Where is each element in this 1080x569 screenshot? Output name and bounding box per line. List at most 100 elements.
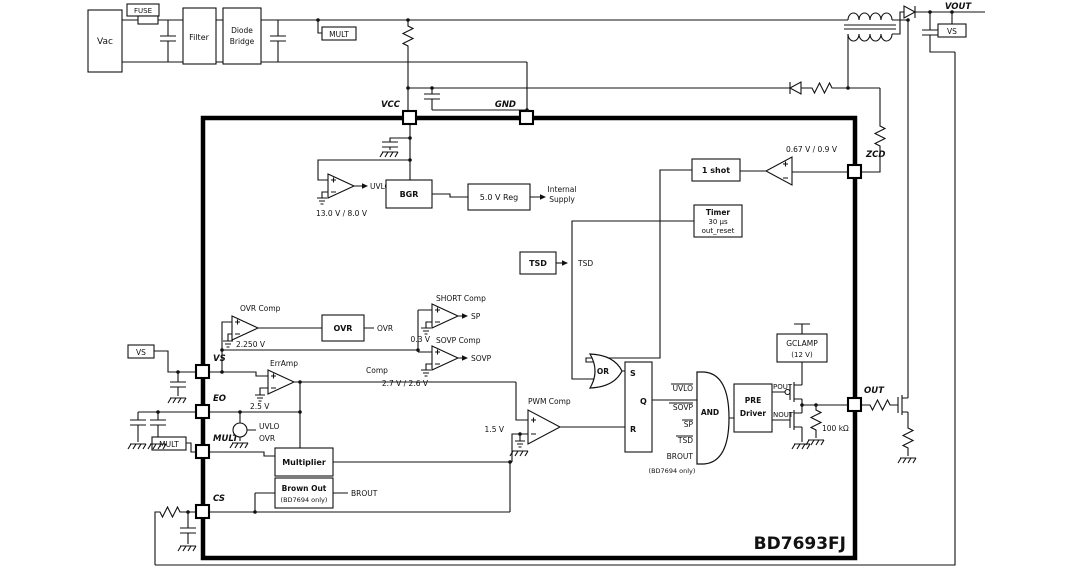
pin-gnd-label: GND bbox=[495, 100, 516, 110]
short-comparator bbox=[431, 303, 460, 329]
capacitor-symbol bbox=[423, 93, 441, 100]
pulldown-resistor-label: 100 kΩ bbox=[822, 424, 849, 433]
one-shot-block bbox=[691, 158, 741, 182]
zcd-section: 0.67 V / 0.9 V 1 shot Timer 30 μs out_re… bbox=[571, 145, 848, 380]
diode-bridge-label-2: Bridge bbox=[230, 37, 255, 46]
pin-cs bbox=[194, 503, 211, 520]
ovr-comparator bbox=[231, 315, 260, 341]
internal-supply-label-1: Internal bbox=[548, 185, 577, 194]
short-threshold-label: 0.3 V bbox=[411, 335, 431, 344]
input-stage: Vac FUSE Filter Diode Bridge MULT bbox=[87, 3, 848, 111]
brownout-block bbox=[274, 477, 334, 509]
erramp-label: ErrAmp bbox=[270, 359, 298, 368]
capacitor-symbol bbox=[269, 35, 287, 42]
fuse-symbol bbox=[137, 15, 159, 25]
tsd-section: TSD TSD bbox=[519, 251, 593, 275]
vref-symbol bbox=[316, 197, 328, 205]
brout-signal-label: BROUT bbox=[351, 489, 378, 498]
driver-section: PRE Driver GCLAMP (12 V) POUT NOUT 100 k… bbox=[733, 323, 849, 450]
latch-r-label: R bbox=[630, 425, 636, 434]
fuse-label: FUSE bbox=[134, 7, 152, 15]
cs-capacitor-symbol bbox=[179, 527, 197, 534]
ovr-signal-label: OVR bbox=[377, 324, 393, 333]
ground-symbol bbox=[167, 397, 187, 404]
pin-vs-label: VS bbox=[213, 354, 226, 364]
capacitor-symbol bbox=[129, 419, 147, 426]
and-gate bbox=[696, 371, 730, 465]
or-gate-label: OR bbox=[597, 367, 609, 376]
ground-symbol bbox=[791, 443, 811, 450]
gclamp-label-2: (12 V) bbox=[791, 351, 813, 359]
ovr-comp-label: OVR Comp bbox=[240, 304, 281, 313]
capacitor-symbol bbox=[169, 381, 187, 388]
comp-net-label: Comp bbox=[366, 366, 388, 375]
gate-resistor-symbol bbox=[867, 399, 893, 411]
pin-gnd bbox=[518, 109, 535, 126]
pin-vcc-label: VCC bbox=[381, 100, 401, 110]
pin-out-label: OUT bbox=[864, 386, 885, 396]
transformer-core bbox=[844, 24, 896, 30]
tsd-label: TSD bbox=[529, 259, 547, 268]
vac-label: Vac bbox=[97, 37, 113, 47]
gclamp-block bbox=[776, 333, 828, 363]
and-gate-label: AND bbox=[701, 408, 719, 417]
timer-label-1: Timer bbox=[706, 208, 731, 217]
pin-eo bbox=[194, 403, 211, 420]
pin-vcc bbox=[401, 109, 418, 126]
filter-label: Filter bbox=[189, 33, 210, 42]
and-input-brout: BROUT bbox=[667, 452, 694, 461]
vs-net-tag-left bbox=[127, 344, 155, 359]
error-amplifier bbox=[267, 369, 296, 395]
left-external-network: VS MULT bbox=[127, 344, 196, 453]
capacitor-symbol bbox=[149, 419, 167, 426]
pin-mult bbox=[194, 443, 211, 460]
short-comp-label: SHORT Comp bbox=[436, 294, 486, 303]
vout-label: VOUT bbox=[945, 2, 973, 12]
ground-symbol bbox=[229, 442, 249, 449]
and-input-tsd: TSD bbox=[677, 436, 693, 445]
capacitor-symbol bbox=[159, 35, 177, 42]
eo-pulldown-switch bbox=[232, 422, 248, 438]
supply-section: UVLO 13.0 V / 8.0 V BGR 5.0 V Reg Intern… bbox=[316, 125, 576, 218]
sovp-threshold-label: 2.7 V / 2.6 V bbox=[382, 379, 429, 388]
ground-symbol bbox=[379, 151, 399, 158]
and-input-sp: SP bbox=[684, 420, 694, 429]
vs-net-tag-right bbox=[937, 23, 967, 38]
vref-symbol bbox=[514, 440, 526, 448]
pin-zcd-label: ZCD bbox=[865, 150, 885, 160]
pwm-ref-label: 1.5 V bbox=[485, 425, 505, 434]
multiplier-label: Multiplier bbox=[282, 458, 326, 467]
ground-symbol bbox=[177, 545, 197, 552]
latch-s-label: S bbox=[630, 369, 636, 378]
output-rectifier-diode bbox=[903, 5, 916, 19]
vcc-charge-diode bbox=[789, 81, 802, 95]
gclamp-label-1: GCLAMP bbox=[786, 339, 818, 348]
ground-symbol bbox=[509, 450, 529, 457]
vs-net-tag-right-label: VS bbox=[947, 27, 957, 36]
uvlo-switch-label: UVLO bbox=[259, 422, 280, 431]
resistor-symbol bbox=[809, 82, 835, 94]
ovr-block-label: OVR bbox=[334, 324, 353, 333]
timer-label-3: out_reset bbox=[702, 227, 735, 235]
erramp-ref-label: 2.5 V bbox=[250, 402, 270, 411]
or-gate bbox=[588, 353, 623, 389]
pre-driver-label-2: Driver bbox=[740, 409, 766, 418]
brownout-label-2: (BD7694 only) bbox=[281, 496, 328, 504]
vref-symbol bbox=[254, 394, 266, 402]
sovp-comp-label: SOVP Comp bbox=[436, 336, 481, 345]
timer-block bbox=[693, 204, 743, 238]
uvlo-signal-label: UVLO bbox=[370, 182, 391, 191]
pwm-comp-label: PWM Comp bbox=[528, 397, 571, 406]
and-input-uvlo: UVLO bbox=[673, 384, 694, 393]
pin-mult-label: MULT bbox=[213, 434, 239, 444]
startup-resistor-symbol bbox=[402, 23, 414, 49]
diode-bridge-box bbox=[222, 7, 262, 65]
vref-symbol bbox=[222, 340, 234, 348]
vref-symbol bbox=[420, 369, 432, 377]
ground-symbol bbox=[897, 457, 917, 464]
mult-net-tag-top-label: MULT bbox=[329, 30, 349, 39]
ovr-threshold-label: 2.250 V bbox=[236, 340, 266, 349]
bgr-label: BGR bbox=[400, 190, 419, 199]
